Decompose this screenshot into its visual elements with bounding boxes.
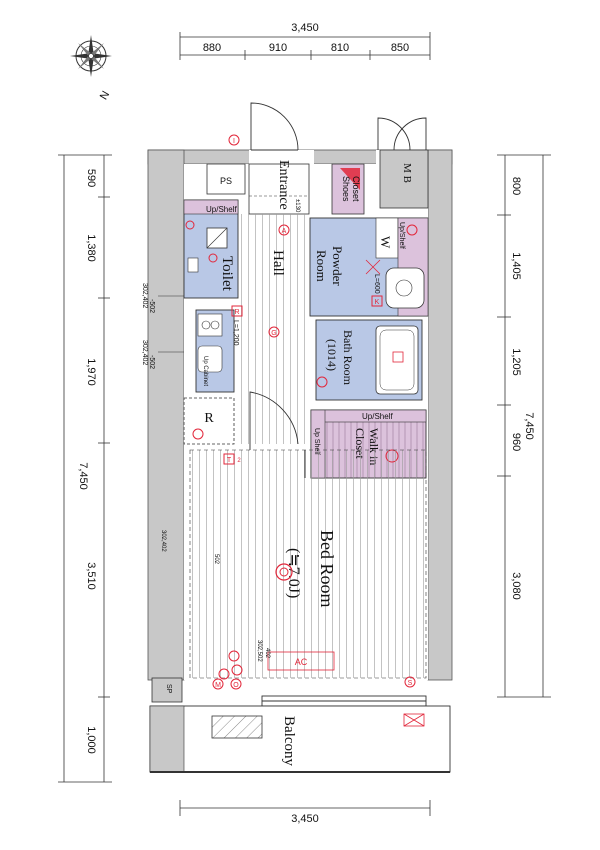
ps-label: PS: [220, 176, 232, 186]
balcony: [149, 705, 451, 773]
note-502-c: 502: [213, 554, 219, 565]
hall-floor: [238, 214, 310, 444]
left-segment-dimension: 3,510: [85, 562, 97, 590]
counter-length-label: L=1,200: [232, 320, 239, 346]
bath-room: [315, 319, 423, 401]
left-segment-dimension: 1,000: [85, 726, 97, 754]
washer-label: W: [378, 236, 393, 249]
electrical-symbols: [192, 134, 416, 690]
up-cabinet-label: Up Cabinet: [202, 356, 208, 386]
left-total-dimension: 7,450: [77, 462, 89, 490]
mb-box: [379, 149, 429, 209]
entrance-door: [249, 102, 314, 164]
bedroom-floor: [189, 449, 427, 679]
bottom-total-dimension: 3,450: [291, 813, 319, 825]
sp-label: SP: [165, 684, 172, 694]
right-segment-dimension: 800: [510, 177, 522, 195]
intercom-symbol: I: [233, 138, 235, 145]
refrigerator-space: [183, 397, 235, 445]
entrance-label: Entrance: [276, 160, 291, 210]
wic-up-shelf-label: Up/Shelf: [362, 412, 393, 421]
note-302502: 302,502: [256, 640, 262, 662]
left-notes: [158, 295, 184, 353]
note-302402-c: 302,402: [160, 530, 166, 552]
toilet-label: Toilet: [219, 256, 235, 292]
kitchen-unit: [195, 309, 235, 393]
symbol-r: R: [234, 309, 239, 316]
ac-label: AC: [295, 657, 308, 667]
symbol-a: A: [282, 228, 287, 235]
symbol-o: O: [233, 682, 239, 689]
symbol-t: T: [227, 457, 232, 464]
air-conditioner: [267, 651, 335, 671]
right-total-dimension: 7,450: [523, 412, 535, 440]
sp-box: [151, 677, 183, 703]
mb-label: M B: [401, 163, 413, 183]
vanity-length-label: L=600: [373, 274, 380, 294]
top-segment-dimension: 910: [269, 42, 287, 54]
symbol-g: G: [271, 330, 276, 337]
ceiling-light-icon: [275, 563, 293, 581]
compass-rose-icon: [70, 35, 112, 77]
note-502-b: -502: [148, 355, 155, 369]
powder-up-shelf-label: Up/Shelf: [398, 222, 405, 249]
bottom-dimension: [179, 800, 431, 816]
top-total-dimension: 3,450: [291, 22, 319, 34]
powder-room: [309, 217, 429, 317]
balcony-window: [261, 695, 427, 707]
top-segment-dimension: 850: [391, 42, 409, 54]
right-segment-dimension: 960: [510, 433, 522, 451]
powder-room-label-2: Room: [314, 250, 329, 282]
powder-room-label-1: Powder: [330, 246, 345, 286]
bath-room-size: (1014): [325, 339, 339, 371]
note-402: 402: [264, 648, 270, 659]
left-segment-dimension: 1,380: [85, 234, 97, 262]
refrigerator-label: R: [204, 411, 214, 426]
bath-room-label: Bath Room: [341, 330, 355, 386]
note-302402-a: 302,402: [141, 283, 148, 308]
top-dimension: [179, 32, 431, 60]
symbol-m: M: [215, 682, 221, 689]
bedroom-label: Bed Room: [317, 530, 337, 608]
bedroom-door: [249, 391, 299, 450]
compass-north-label: N: [98, 89, 112, 102]
entrance-area: [248, 163, 310, 215]
shoes-closet-label-1: Shoes: [341, 176, 351, 202]
ps-shaft: [206, 163, 246, 195]
top-segment-dimension: 880: [203, 42, 221, 54]
shoes-closet-label-2: Closet: [351, 176, 361, 202]
hall-label: Hall: [270, 250, 286, 276]
symbol-s: S: [408, 680, 413, 687]
left-dimension: [58, 154, 112, 783]
right-segment-dimension: 1,405: [510, 252, 522, 280]
toilet-room: [183, 199, 239, 299]
right-segment-dimension: 1,205: [510, 348, 522, 376]
left-segment-dimension: 1,970: [85, 358, 97, 386]
right-segment-dimension: 3,080: [510, 572, 522, 600]
bedroom-size: (≒7.0J): [285, 548, 302, 598]
right-dimension: [497, 154, 551, 698]
symbol-k: K: [375, 299, 380, 306]
symbol-two: 2: [237, 458, 241, 464]
wic-side-shelf-label: Up Shelf: [313, 428, 320, 455]
note-502-a: -502: [148, 299, 155, 313]
balcony-label: Balcony: [281, 716, 297, 766]
note-302402-b: 302,402: [141, 340, 148, 365]
step-height-note: ±130: [294, 199, 300, 213]
top-segment-dimension: 810: [331, 42, 349, 54]
left-segment-dimension: 590: [85, 169, 97, 187]
toilet-up-shelf-label: Up/Shelf: [206, 205, 237, 214]
